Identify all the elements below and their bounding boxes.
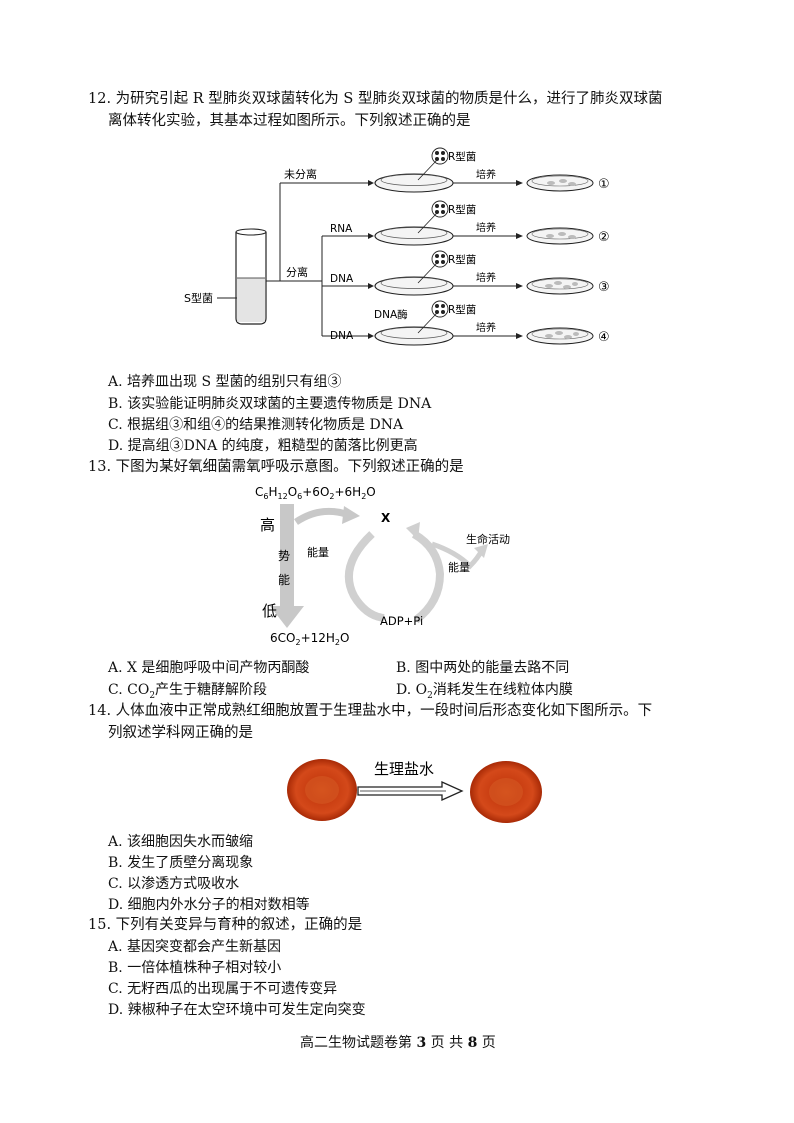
culture-label-1: 培养: [476, 168, 496, 181]
q15-option-c: C. 无籽西瓜的出现属于不可遗传变异: [108, 981, 338, 997]
rna-label: RNA: [330, 223, 353, 235]
plate-group-2: [374, 200, 454, 246]
q14-option-b: B. 发生了质壁分离现象: [108, 855, 254, 871]
result-plate-2: [526, 227, 594, 245]
q12-option-d: D. 提高组③DNA 的纯度，粗糙型的菌落比例更高: [108, 438, 418, 454]
group-label-4: ④: [598, 330, 610, 345]
q15-option-d: D. 辣椒种子在太空环境中可发生定向突变: [108, 1002, 366, 1018]
culture-label-2: 培养: [476, 221, 496, 234]
q14-stem-line2: 列叙述学科网正确的是: [108, 725, 253, 741]
q15-option-a: A. 基因突变都会产生新基因: [108, 939, 282, 955]
q12-stem-line2: 离体转化实验，其基本过程如图所示。下列叙述正确的是: [108, 113, 471, 129]
dnase-label: DNA酶: [374, 308, 408, 321]
potential-label: 势: [278, 549, 290, 563]
energy-label-left: 能量: [307, 545, 329, 559]
x-label: X: [381, 511, 391, 525]
plate-group-4: [374, 300, 454, 346]
red-blood-cell-before: [287, 759, 357, 821]
dna-label-4: DNA: [330, 330, 354, 342]
group-label-2: ②: [598, 230, 610, 245]
plate-group-3: [374, 250, 454, 296]
separated-label: 分离: [286, 265, 308, 279]
q14-diagram: 生理盐水: [287, 759, 542, 823]
q12-option-c: C. 根据组③和组④的结果推测转化物质是 DNA: [108, 417, 404, 433]
q12-stem-line1: 12. 为研究引起 R 型肺炎双球菌转化为 S 型肺炎双球菌的物质是什么，进行了…: [88, 91, 663, 107]
high-label: 高: [260, 516, 275, 534]
q12-option-a: A. 培养皿出现 S 型菌的组别只有组③: [108, 374, 342, 390]
q12-option-b: B. 该实验能证明肺炎双球菌的主要遗传物质是 DNA: [108, 396, 432, 412]
q13-diagram: C6H12O6+6O2+6H2O 高 低 势 能 能量 X 生命活动 能量 AD…: [255, 485, 510, 647]
energy-label-right: 能量: [448, 560, 470, 574]
q13-stem-line1: 13. 下图为某好氧细菌需氧呼吸示意图。下列叙述正确的是: [88, 459, 464, 475]
q14-option-c: C. 以渗透方式吸收水: [108, 876, 240, 892]
red-blood-cell-after: [470, 761, 542, 823]
culture-arrows: [453, 180, 523, 339]
q12-diagram: S型菌 未分离 分离 RNA DNA DNA: [184, 147, 610, 346]
q13-option-c: C. CO2产生于糖酵解阶段: [108, 682, 268, 701]
r-bacteria-label-3: R型菌: [448, 253, 476, 266]
potential-arrow: [270, 504, 304, 628]
result-plate-4: [526, 327, 594, 345]
conversion-arrow: [357, 780, 464, 802]
q14-option-d: D. 细胞内外水分子的相对数相等: [108, 897, 310, 913]
group-label-3: ③: [598, 280, 610, 295]
q14-stem-line1: 14. 人体血液中正常成熟红细胞放置于生理盐水中，一段时间后形态变化如下图所示。…: [88, 703, 653, 719]
dna-label-3: DNA: [330, 273, 354, 285]
co2-formula: 6CO2+12H2O: [270, 631, 349, 647]
test-tube: [235, 228, 267, 325]
plate-group-1: [374, 147, 454, 193]
unseparated-label: 未分离: [284, 167, 317, 181]
energy-char-label: 能: [278, 573, 290, 587]
result-plate-1: [526, 174, 594, 192]
q13-option-d: D. O2消耗发生在线粒体内膜: [396, 682, 573, 701]
q14-option-a: A. 该细胞因失水而皱缩: [108, 834, 254, 850]
r-bacteria-label-2: R型菌: [448, 203, 476, 216]
atp-cycle: [344, 522, 488, 624]
adp-label: ADP+Pi: [380, 614, 423, 628]
page-footer: 高二生物试题卷第 3 页 共 8 页: [300, 1035, 496, 1051]
low-label: 低: [262, 602, 277, 620]
q15-stem-line1: 15. 下列有关变异与育种的叙述，正确的是: [88, 917, 363, 933]
culture-label-3: 培养: [476, 271, 496, 284]
saline-label: 生理盐水: [374, 760, 434, 778]
group-label-1: ①: [598, 177, 610, 192]
culture-label-4: 培养: [476, 321, 496, 334]
glucose-formula: C6H12O6+6O2+6H2O: [255, 485, 376, 501]
q15-option-b: B. 一倍体植株种子相对较小: [108, 960, 282, 976]
life-activity-label: 生命活动: [466, 532, 510, 546]
r-bacteria-label-4: R型菌: [448, 303, 476, 316]
q13-option-a: A. X 是细胞呼吸中间产物丙酮酸: [108, 660, 310, 676]
q13-option-b: B. 图中两处的能量去路不同: [396, 660, 570, 676]
result-plate-3: [526, 277, 594, 295]
s-bacteria-label: S型菌: [184, 291, 213, 305]
r-bacteria-label-1: R型菌: [448, 150, 476, 163]
